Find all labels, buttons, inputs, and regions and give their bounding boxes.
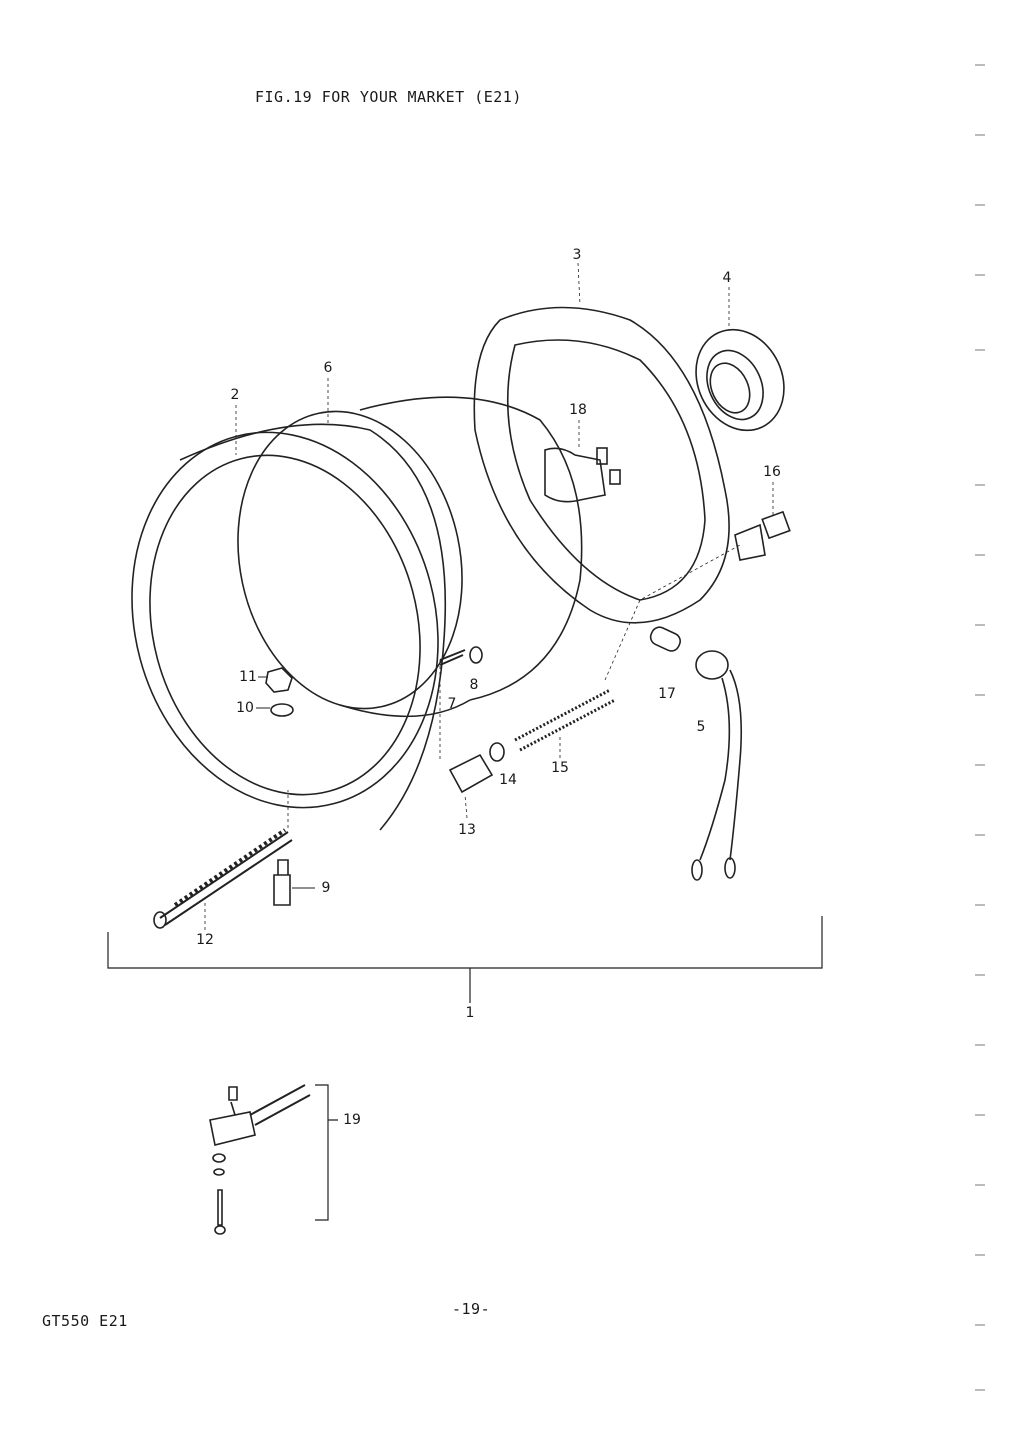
spring: [514, 688, 616, 752]
headlight-housing: [473, 306, 730, 624]
callout-7: 7: [447, 696, 457, 712]
callout-9: 9: [321, 880, 331, 896]
footer-model: GT550 E21: [42, 1312, 128, 1330]
callout-18: 18: [569, 402, 587, 418]
position-lamp-wires: [699, 669, 742, 861]
callout-4: 4: [722, 270, 732, 286]
bracket: [761, 510, 791, 540]
callout-1: 1: [465, 1005, 475, 1021]
screw-9: [273, 859, 291, 906]
adjusting-screw: [153, 828, 293, 929]
callout-6: 6: [323, 360, 333, 376]
socket: [695, 328, 785, 432]
washer: [489, 742, 505, 762]
figure-title: FIG.19 FOR YOUR MARKET (E21): [255, 88, 522, 106]
callout-19: 19: [343, 1112, 361, 1128]
bracket-plate: [734, 523, 766, 561]
callout-13: 13: [458, 822, 476, 838]
callout-14: 14: [499, 772, 517, 788]
callout-15: 15: [551, 760, 569, 776]
headlight-rim: [131, 423, 447, 831]
wire-terminal: [691, 859, 703, 881]
wire-terminal: [724, 857, 736, 879]
sealed-beam-unit: [237, 396, 583, 718]
callout-11: 11: [239, 669, 257, 685]
callout-12: 12: [196, 932, 214, 948]
callout-16: 16: [763, 464, 781, 480]
assembly-bracket: [107, 916, 823, 1003]
nut: [265, 667, 293, 693]
position-socket: [695, 650, 729, 680]
lock-washer: [270, 703, 294, 717]
bulb: [544, 447, 621, 503]
callout-17: 17: [658, 686, 676, 702]
inset-terminal-assembly: [209, 1084, 338, 1235]
screw-7: [439, 649, 466, 666]
callout-8: 8: [469, 677, 479, 693]
collar: [448, 753, 494, 794]
callout-3: 3: [572, 247, 582, 263]
washer-8: [469, 646, 483, 664]
page-number: -19-: [452, 1300, 491, 1318]
callout-2: 2: [230, 387, 240, 403]
margin-tick-marks: [975, 64, 985, 1391]
leader-lines: [204, 262, 774, 930]
leader-lines-10-11: [256, 676, 270, 709]
callout-5: 5: [696, 719, 706, 735]
position-bulb: [649, 626, 681, 652]
callout-10: 10: [236, 700, 254, 716]
